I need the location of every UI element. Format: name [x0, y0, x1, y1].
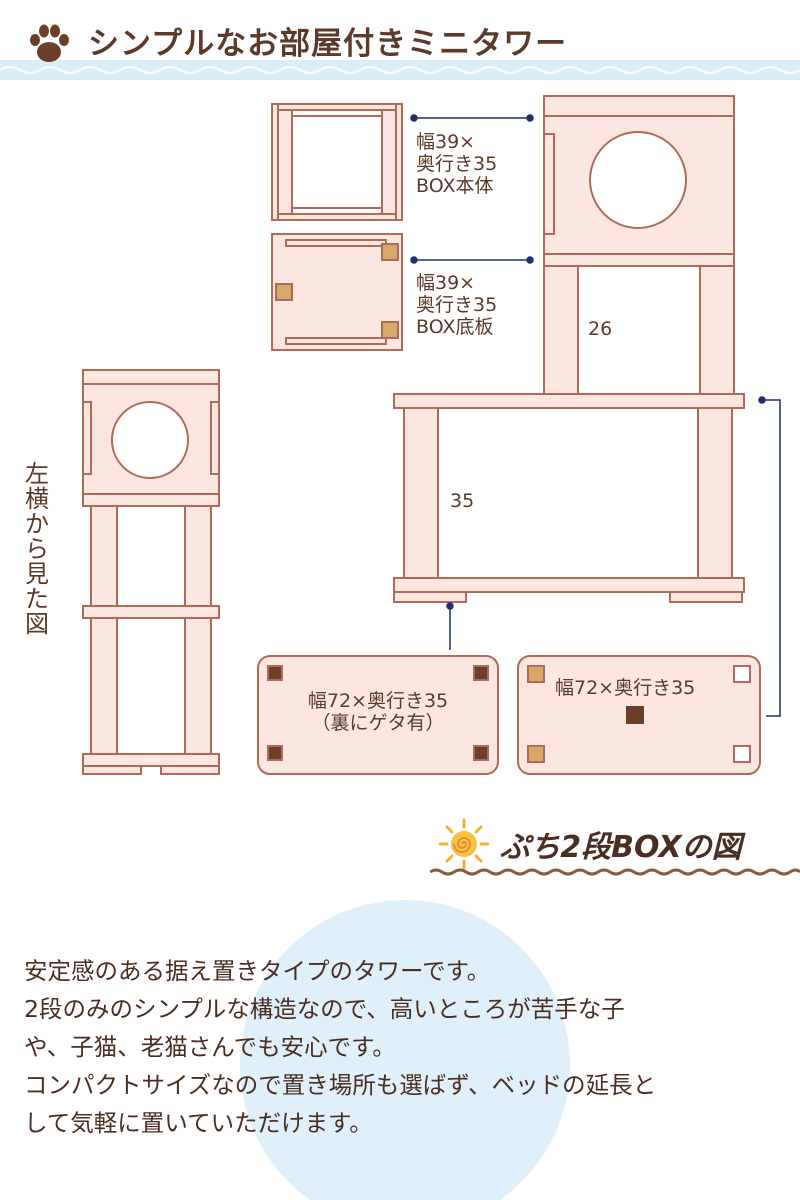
box-bottom-label-line: BOX底板: [416, 316, 494, 338]
description-line: 安定感のある据え置きタイプのタワーです。: [24, 957, 491, 985]
side-view-char: 横: [25, 485, 49, 513]
base-plate-label-line: 幅72×奥行き35: [307, 690, 449, 712]
base-plate-label-line: （裏にゲタ有）: [311, 712, 445, 734]
subtitle: ぷち2段BOXの図: [500, 830, 742, 865]
background-circle: [240, 900, 570, 1200]
height-upper-label: 26: [588, 318, 613, 340]
box-body-label-line: BOX本体: [416, 175, 494, 197]
description-line: コンパクトサイズなので置き場所も選ばず、ベッドの延長と: [24, 1071, 657, 1099]
side-view-char: ら: [25, 535, 49, 563]
description: 安定感のある据え置きタイプのタワーです。 2段のみのシンプルな構造なので、高いと…: [24, 952, 784, 1142]
side-view-char: か: [25, 510, 49, 538]
side-view-char: 左: [25, 460, 49, 488]
description-line: 2段のみのシンプルな構造なので、高いところが苦手な子: [24, 995, 625, 1023]
header: シンプルなお部屋付きミニタワー: [0, 0, 800, 80]
page-title: シンプルなお部屋付きミニタワー: [88, 26, 568, 62]
base-plate-label: 幅72×奥行き35 （裏にゲタ有）: [258, 690, 498, 734]
box-body-part: [271, 103, 403, 221]
side-view-char: 図: [25, 610, 49, 638]
subtitle-section: ぷち2段BOXの図: [430, 812, 800, 882]
side-view-char: た: [25, 585, 49, 613]
mid-plate-label: 幅72×奥行き35: [555, 677, 696, 699]
box-bottom-part: [271, 233, 403, 351]
paw-icon: [30, 24, 69, 62]
box-bottom-label-line: 奥行き35: [416, 294, 498, 316]
box-body-label-line: 奥行き35: [416, 153, 498, 175]
tower-diagram: [82, 95, 781, 775]
description-line: して気軽に置いていただけます。: [24, 1109, 373, 1137]
box-bottom-label: 幅39× 奥行き35 BOX底板: [416, 272, 497, 338]
subtitle-underline: [430, 868, 800, 876]
box-body-label-line: 幅39×: [416, 131, 476, 153]
box-bottom-label-line: 幅39×: [416, 272, 476, 294]
side-view-char: 見: [25, 560, 49, 588]
header-wave-band: [0, 60, 800, 80]
box-body-label: 幅39× 奥行き35 BOX本体: [416, 131, 497, 197]
side-view-label: 左 横 か ら 見 た 図: [22, 462, 52, 637]
sun-swirl-icon: [438, 818, 490, 870]
description-line: や、子猫、老猫さんでも安心です。: [24, 1033, 396, 1061]
mid-plate-part: [517, 655, 761, 775]
leader-lines: [410, 114, 781, 717]
side-view-tower: [82, 369, 220, 775]
front-view-tower: [393, 95, 745, 603]
height-lower-label: 35: [450, 490, 475, 512]
base-plate-part: [257, 655, 499, 775]
